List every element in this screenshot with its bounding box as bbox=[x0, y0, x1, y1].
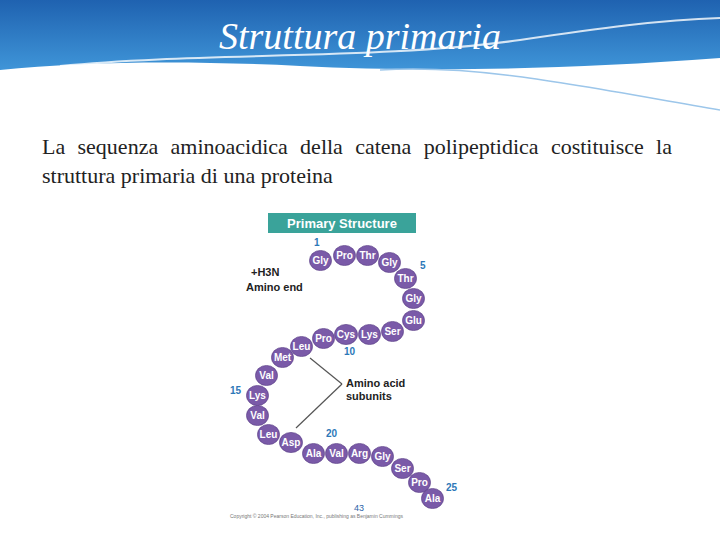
amino-acid-circle: Lys bbox=[246, 385, 269, 406]
callout-number: 1 bbox=[314, 237, 320, 248]
amino-acid-circle: Gly bbox=[402, 288, 425, 309]
amino-acid-circle: Pro bbox=[333, 245, 356, 266]
slide-title: Struttura primaria bbox=[219, 14, 501, 58]
amino-acid-circle: Asp bbox=[279, 432, 303, 453]
amino-acid-circle: Gly bbox=[378, 252, 401, 273]
circle-fill bbox=[334, 324, 357, 344]
copyright-note: Copyright © 2004 Pearson Education, Inc.… bbox=[230, 513, 403, 519]
circle-fill bbox=[246, 385, 268, 405]
callout-number: 25 bbox=[446, 482, 457, 493]
amino-acid-name: Gly bbox=[405, 293, 421, 304]
amino-acid-circle: Val bbox=[255, 365, 278, 386]
circle-fill bbox=[421, 488, 443, 508]
amino-acid-circle: Lys bbox=[358, 324, 381, 345]
callout-number: 20 bbox=[326, 428, 337, 439]
amino-acid-circle: Gly bbox=[309, 250, 332, 271]
amino-acid-circle: Gly bbox=[371, 446, 394, 467]
callout-number: 15 bbox=[230, 385, 241, 396]
amino-acid-name: Pro bbox=[315, 333, 332, 344]
terminus-label: +H3N bbox=[251, 266, 279, 279]
circle-fill bbox=[302, 443, 324, 463]
amino-acid-circle: Glu bbox=[402, 310, 425, 331]
amino-acid-circle: Val bbox=[246, 405, 269, 426]
amino-acid-circle: Leu bbox=[257, 424, 280, 445]
circle-fill bbox=[402, 310, 424, 330]
circle-fill bbox=[255, 365, 277, 385]
amino-acid-circle: Pro bbox=[312, 328, 335, 349]
amino-acid-name: Val bbox=[329, 448, 343, 459]
amino-acid-name: Pro bbox=[411, 477, 428, 488]
banner-swoosh bbox=[380, 69, 720, 110]
title-banner bbox=[0, 0, 720, 70]
amino-acid-name: Ser bbox=[384, 326, 400, 337]
circle-fill bbox=[246, 405, 268, 425]
circle-fill bbox=[333, 245, 355, 265]
circle-fill bbox=[312, 328, 334, 348]
amino-acid-name: Lys bbox=[249, 390, 266, 401]
amino-acid-circle: Arg bbox=[348, 443, 371, 464]
amino-acid-name: Glu bbox=[405, 315, 422, 326]
circle-fill bbox=[290, 336, 312, 356]
leader-line bbox=[296, 384, 342, 428]
amino-acid-name: Ser bbox=[394, 463, 410, 474]
circle-fill bbox=[402, 288, 424, 308]
amino-acid-circle: Met bbox=[271, 347, 294, 368]
amino-acid-circle: Ser bbox=[391, 458, 414, 479]
circle-fill bbox=[348, 443, 370, 463]
circle-fill bbox=[309, 250, 331, 270]
annotation-label: Amino acid subunits bbox=[346, 377, 408, 402]
amino-acid-circle: Ala bbox=[421, 488, 444, 509]
amino-acid-name: Pro bbox=[336, 250, 353, 261]
amino-acid-name: Val bbox=[250, 410, 264, 421]
circle-fill bbox=[381, 321, 403, 341]
amino-acid-name: Gly bbox=[312, 255, 328, 266]
circle-fill bbox=[371, 446, 393, 466]
amino-acid-name: Ala bbox=[425, 493, 441, 504]
amino-acid-circle: Ala bbox=[302, 443, 325, 464]
amino-acid-name: Met bbox=[274, 352, 291, 363]
amino-acid-circle: Ser bbox=[381, 321, 404, 342]
circle-fill bbox=[391, 458, 413, 478]
amino-acid-name: Asp bbox=[282, 437, 301, 448]
circle-fill bbox=[257, 424, 279, 444]
amino-acid-circle: Thr bbox=[394, 268, 417, 289]
header-band: Primary Structure bbox=[268, 213, 416, 233]
amino-acid-circle: Leu bbox=[290, 336, 313, 357]
amino-acid-name: Leu bbox=[260, 429, 278, 440]
body-text: La sequenza aminoacidica della catena po… bbox=[42, 133, 672, 190]
circle-fill bbox=[394, 268, 416, 288]
circle-fill bbox=[356, 245, 378, 265]
page-number: 43 bbox=[354, 503, 364, 513]
leader-line bbox=[310, 358, 342, 384]
amino-acid-name: Ala bbox=[306, 448, 322, 459]
amino-acid-name: Gly bbox=[381, 257, 397, 268]
header-text: Primary Structure bbox=[287, 216, 397, 231]
amino-acid-circle: Val bbox=[325, 443, 348, 464]
terminus-label: Amino end bbox=[246, 281, 303, 294]
amino-acid-name: Val bbox=[259, 370, 273, 381]
callout-number: 10 bbox=[344, 346, 355, 357]
circle-fill bbox=[358, 324, 380, 344]
circle-fill bbox=[271, 347, 293, 367]
amino-acid-name: Gly bbox=[374, 451, 390, 462]
amino-acid-name: Leu bbox=[293, 341, 311, 352]
amino-acid-circle: Cys bbox=[334, 324, 358, 345]
amino-acid-name: Thr bbox=[397, 273, 413, 284]
amino-acid-circle: Thr bbox=[356, 245, 379, 266]
amino-acid-name: Arg bbox=[351, 448, 368, 459]
circle-fill bbox=[279, 432, 302, 452]
circle-fill bbox=[378, 252, 400, 272]
amino-acid-name: Lys bbox=[361, 329, 378, 340]
amino-acid-name: Cys bbox=[337, 329, 355, 340]
callout-number: 5 bbox=[420, 260, 426, 271]
circle-fill bbox=[325, 443, 347, 463]
amino-acid-name: Thr bbox=[359, 250, 375, 261]
